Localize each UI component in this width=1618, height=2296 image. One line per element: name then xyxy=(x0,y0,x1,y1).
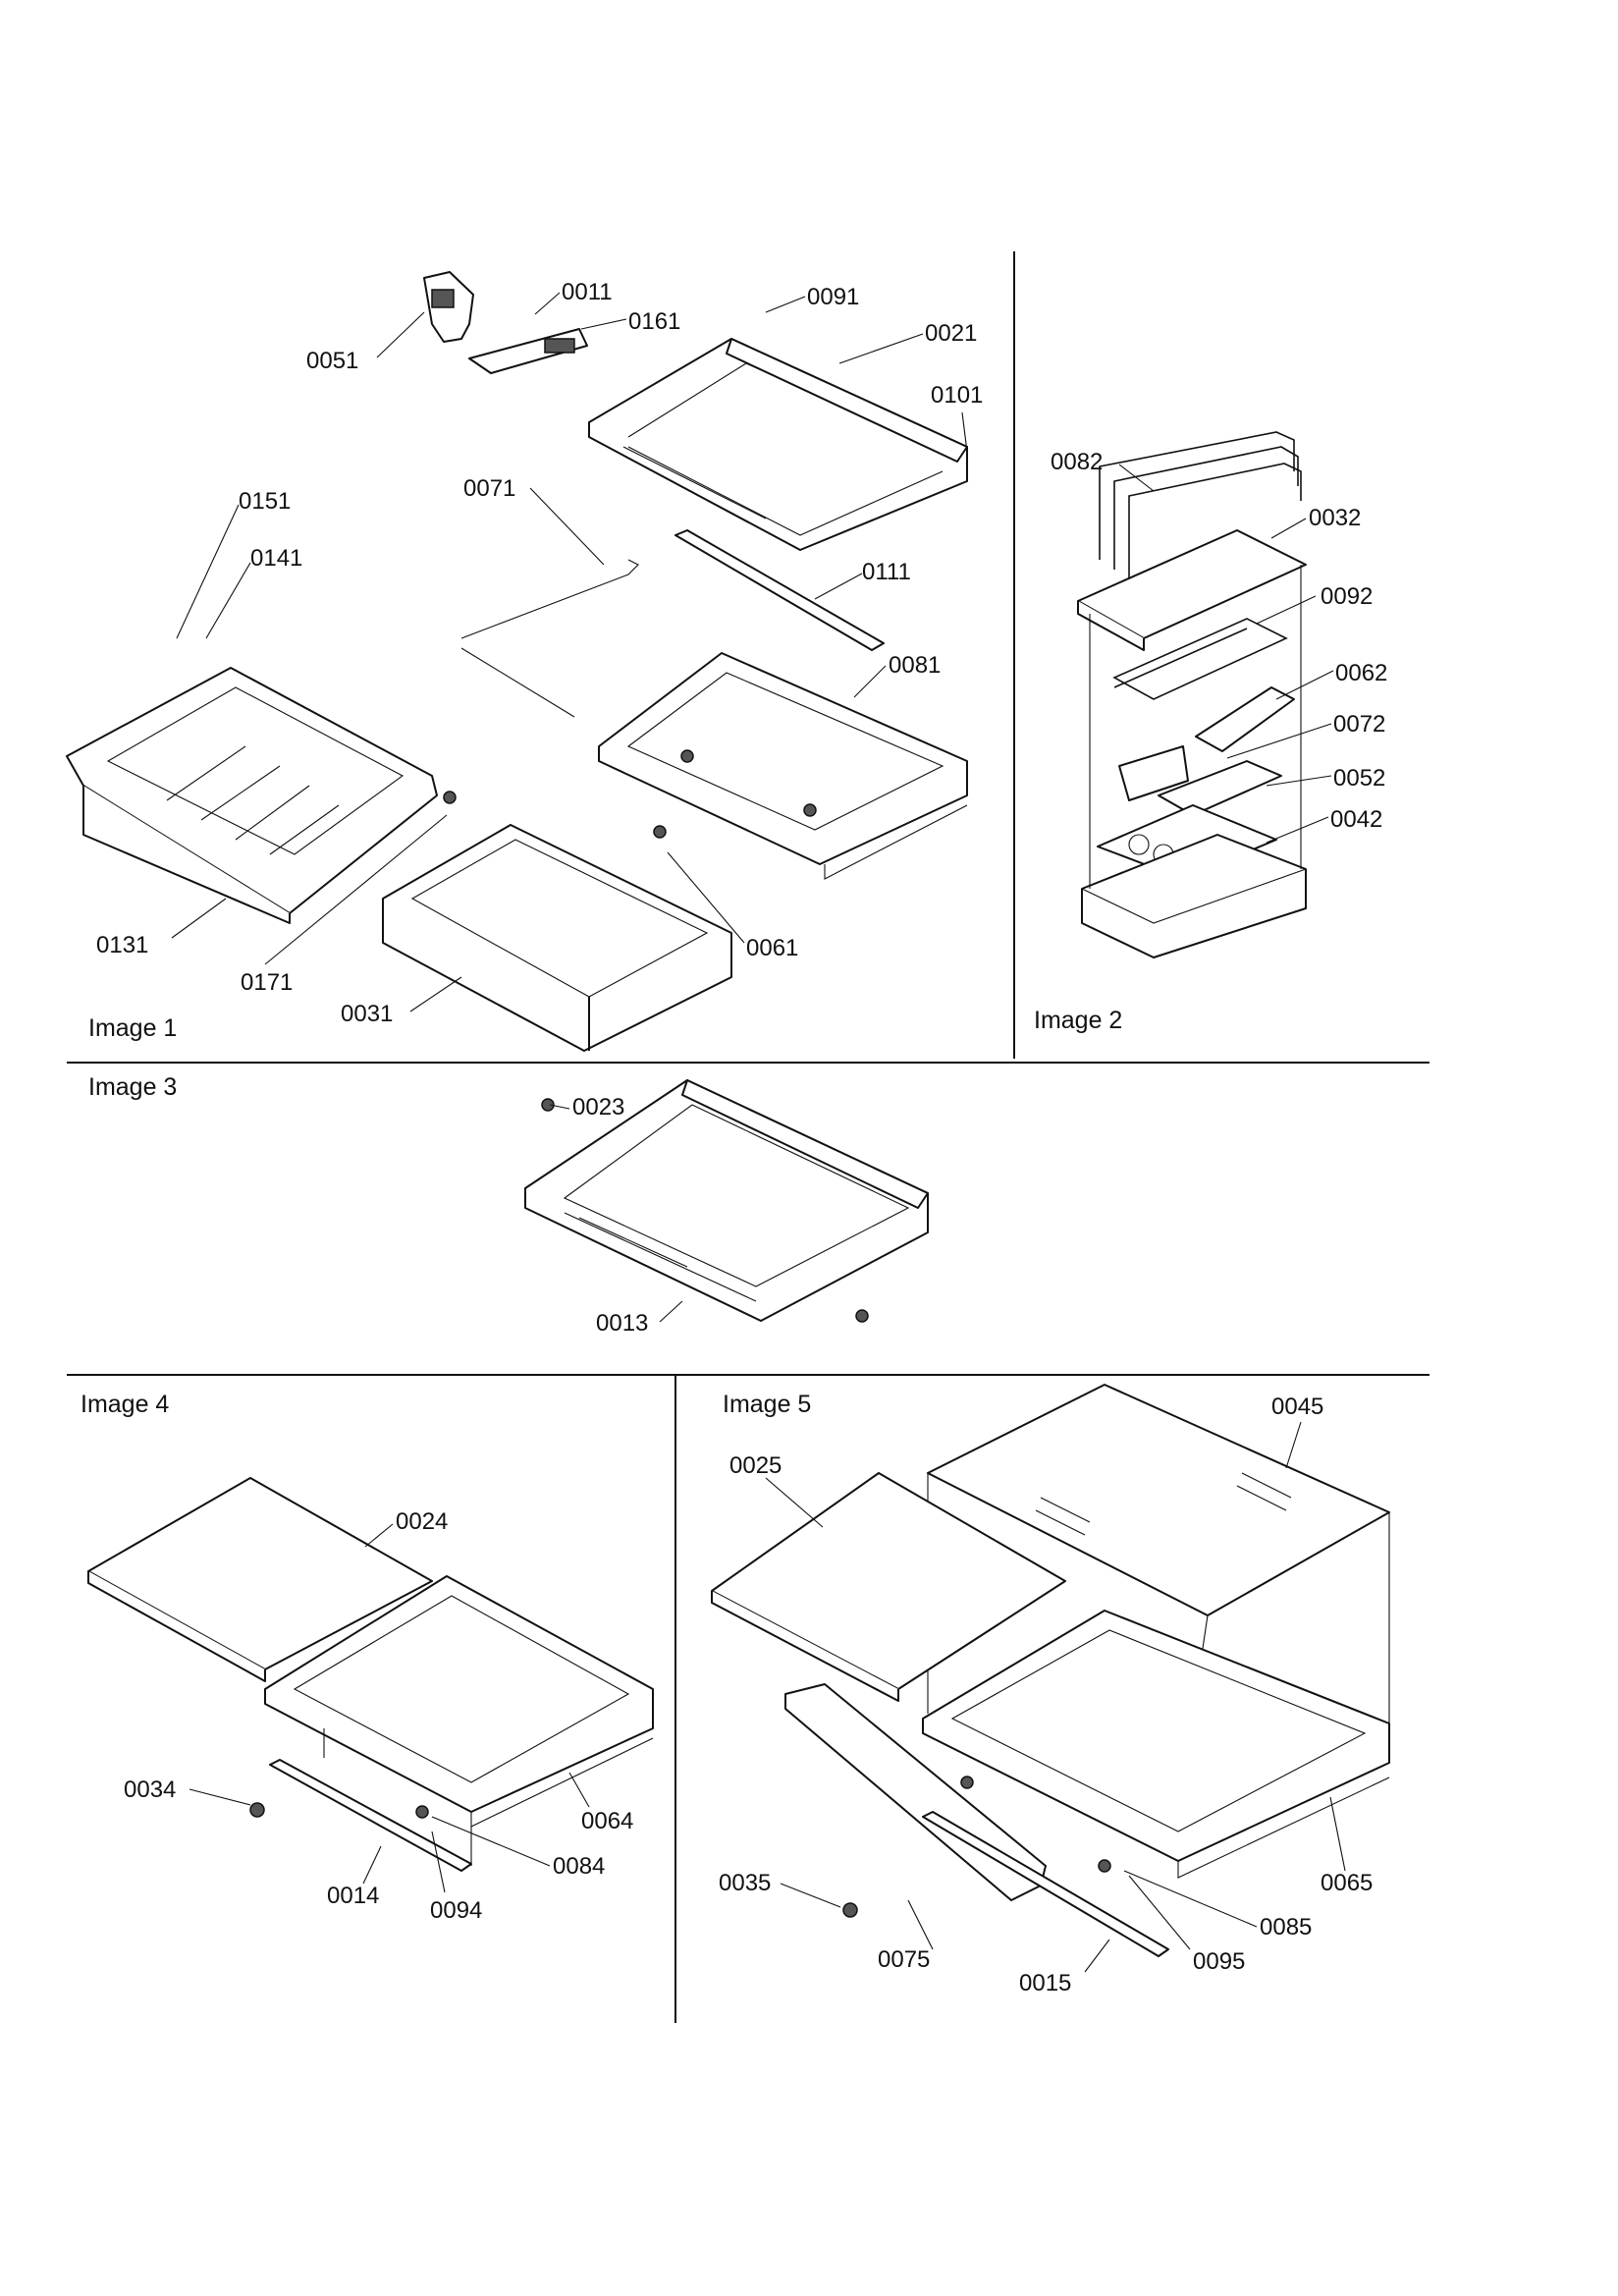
part-label-0052: 0052 xyxy=(1333,765,1385,792)
panel-title-image4: Image 4 xyxy=(81,1391,169,1418)
part-label-0151: 0151 xyxy=(239,488,291,515)
part-label-0061: 0061 xyxy=(746,935,798,961)
part-label-0065: 0065 xyxy=(1321,1870,1373,1896)
part-label-0161: 0161 xyxy=(628,308,680,335)
image3-drawing xyxy=(524,1079,929,1323)
part-label-0131: 0131 xyxy=(96,932,148,958)
part-label-0014: 0014 xyxy=(327,1883,379,1909)
part-label-0011: 0011 xyxy=(562,279,613,305)
image4-drawing xyxy=(87,1477,654,1872)
part-label-0013: 0013 xyxy=(596,1310,648,1337)
image2-drawing xyxy=(1077,431,1307,958)
part-label-0031: 0031 xyxy=(341,1001,393,1027)
part-label-0042: 0042 xyxy=(1330,806,1382,833)
image1-drawing xyxy=(66,271,968,1052)
part-label-0024: 0024 xyxy=(396,1508,448,1535)
part-label-0092: 0092 xyxy=(1321,583,1373,610)
part-labels-image4: 0024 0034 0064 0084 0014 0094 xyxy=(124,1508,633,1924)
part-label-0095: 0095 xyxy=(1193,1948,1245,1975)
part-label-0081: 0081 xyxy=(889,652,941,679)
part-labels-image2: 0082 0032 0092 0062 0072 0052 0042 xyxy=(1051,449,1387,833)
part-label-0084: 0084 xyxy=(553,1853,605,1880)
part-label-0045: 0045 xyxy=(1271,1394,1323,1420)
image5-drawing xyxy=(711,1384,1390,1957)
part-label-0072: 0072 xyxy=(1333,711,1385,738)
part-label-0051: 0051 xyxy=(306,348,358,374)
part-label-0101: 0101 xyxy=(931,382,983,409)
part-label-0094: 0094 xyxy=(430,1897,482,1924)
part-label-0021: 0021 xyxy=(925,320,977,347)
part-label-0082: 0082 xyxy=(1051,449,1103,475)
part-label-0091: 0091 xyxy=(807,284,859,310)
panel-title-image2: Image 2 xyxy=(1034,1007,1122,1034)
part-label-0071: 0071 xyxy=(463,475,515,502)
part-label-0062: 0062 xyxy=(1335,660,1387,686)
part-label-0111: 0111 xyxy=(862,559,911,585)
part-label-0015: 0015 xyxy=(1019,1970,1071,1996)
part-labels-image5: 0045 0025 0035 0065 0085 0095 0075 0015 xyxy=(719,1394,1373,1996)
panel-title-image5: Image 5 xyxy=(723,1391,811,1418)
part-label-0141: 0141 xyxy=(250,545,302,572)
part-labels-image1: 0011 0161 0091 0051 0021 0101 0071 0151 … xyxy=(96,279,983,1027)
part-label-0034: 0034 xyxy=(124,1777,176,1803)
part-label-0023: 0023 xyxy=(572,1094,624,1121)
part-label-0025: 0025 xyxy=(729,1452,782,1479)
part-label-0171: 0171 xyxy=(241,969,293,996)
part-label-0075: 0075 xyxy=(878,1946,930,1973)
panel-title-image3: Image 3 xyxy=(88,1073,177,1101)
part-label-0085: 0085 xyxy=(1260,1914,1312,1941)
part-label-0035: 0035 xyxy=(719,1870,771,1896)
panel-title-image1: Image 1 xyxy=(88,1014,177,1042)
leader-lines xyxy=(171,292,1346,1973)
panel-dividers xyxy=(67,251,1429,2023)
part-label-0064: 0064 xyxy=(581,1808,633,1834)
part-label-0032: 0032 xyxy=(1309,505,1361,531)
part-labels-image3: 0023 0013 xyxy=(572,1094,648,1337)
